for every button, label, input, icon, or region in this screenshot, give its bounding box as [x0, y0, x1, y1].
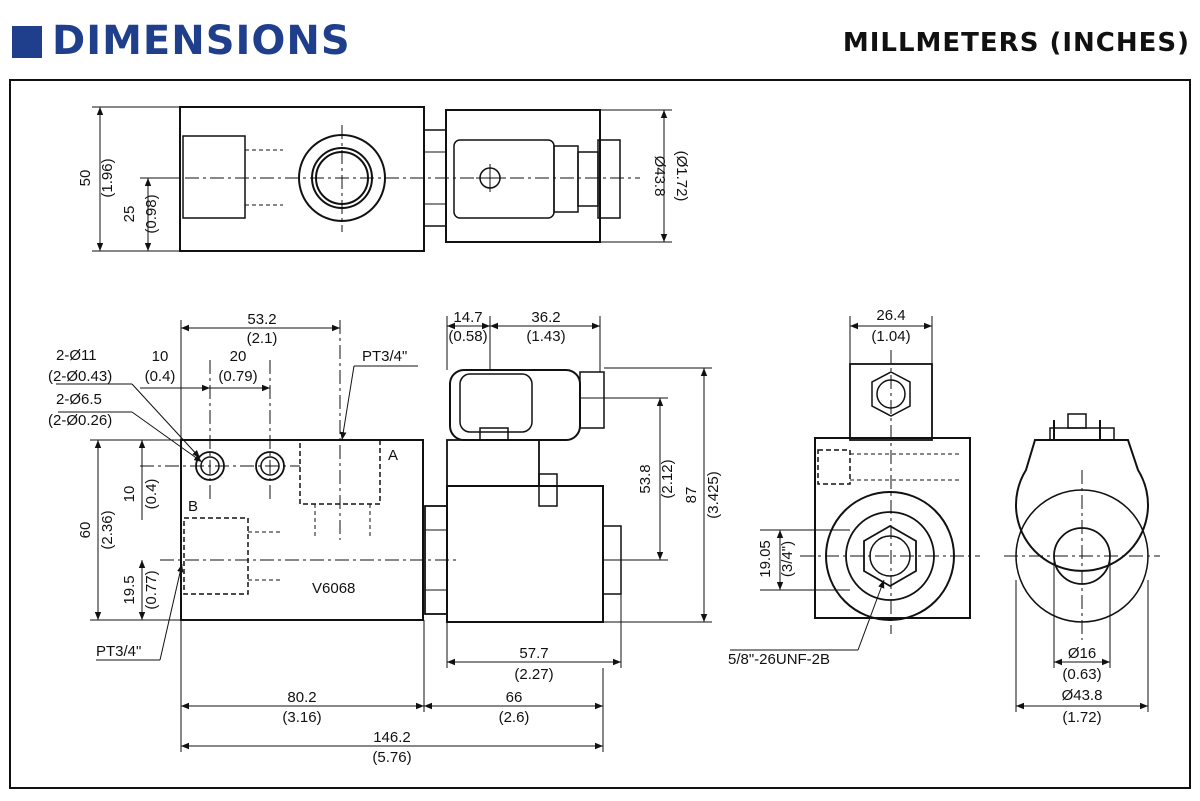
top-view-coil [445, 109, 601, 243]
model-label: V6068 [312, 580, 355, 597]
conn-b-mm: 36.2 [531, 309, 560, 326]
coil-outline [1015, 439, 1149, 572]
top-coil-dia-in: (Ø1.72) [673, 151, 690, 202]
y195-mm: 19.5 [121, 575, 138, 604]
end-view [730, 316, 980, 651]
header: DIMENSIONS MILLMETERS (INCHES) [0, 0, 1200, 80]
front-height-mm: 60 [77, 522, 94, 539]
coil-width-mm: 57.7 [519, 645, 548, 662]
front-view-body [180, 439, 424, 621]
coil-height-mm: 53.8 [637, 464, 654, 493]
hole-big-mm: 2-Ø11 [56, 347, 97, 364]
top-height-in: (1.96) [99, 158, 116, 197]
coil-total-mm: 87 [683, 487, 700, 504]
connector-plug [449, 369, 581, 441]
coil-length-in: (2.6) [499, 709, 530, 726]
hex-width-in: (1.04) [871, 328, 910, 345]
front-view [56, 316, 712, 752]
front-height-in: (2.36) [99, 510, 116, 549]
front-coil [446, 485, 604, 623]
y10-in: (0.4) [143, 479, 160, 510]
coil-total-in: (3.425) [705, 471, 722, 519]
offset-in: (3/4") [779, 541, 796, 577]
coil-view [1004, 413, 1160, 712]
front-ports-span-mm: 53.2 [247, 311, 276, 328]
port-b-label: B [188, 498, 198, 515]
bore-dia-in: (0.63) [1062, 666, 1101, 683]
hole-big-in: (2-Ø0.43) [48, 368, 112, 385]
total-length-mm: 146.2 [373, 729, 411, 746]
x10-in: (0.4) [145, 368, 176, 385]
top-half-mm: 25 [121, 206, 138, 223]
conn-b-in: (1.43) [526, 328, 565, 345]
outer-dia-in: (1.72) [1062, 709, 1101, 726]
hex-width-mm: 26.4 [876, 307, 905, 324]
x20-in: (0.79) [218, 368, 257, 385]
units-label: MILLMETERS (INCHES) [842, 28, 1190, 58]
thread-label: 5/8"-26UNF-2B [728, 651, 830, 668]
coil-width-in: (2.27) [514, 666, 553, 683]
coil-height-in: (2.12) [659, 459, 676, 498]
drawing-border [9, 79, 1191, 789]
page-title: DIMENSIONS [52, 18, 351, 64]
top-half-in: (0.98) [143, 194, 160, 233]
end-hex-top [871, 371, 911, 417]
conn-a-mm: 14.7 [453, 309, 482, 326]
hole-small-mm: 2-Ø6.5 [56, 391, 102, 408]
x10-mm: 10 [152, 348, 169, 365]
hole-small-in: (2-Ø0.26) [48, 412, 112, 429]
y195-in: (0.77) [143, 570, 160, 609]
total-length-in: (5.76) [372, 749, 411, 766]
front-ports-span-in: (2.1) [247, 330, 278, 347]
coil-length-mm: 66 [506, 689, 523, 706]
top-view [92, 106, 672, 252]
port-label-bottom: PT3/4" [96, 643, 141, 660]
port-b-hidden [183, 517, 249, 595]
top-height-mm: 50 [77, 170, 94, 187]
offset-mm: 19.05 [757, 540, 774, 578]
end-view-body [814, 437, 971, 619]
bore-dia-mm: Ø16 [1068, 645, 1096, 662]
body-length-in: (3.16) [282, 709, 321, 726]
end-hex-nut [863, 524, 917, 588]
y10-mm: 10 [121, 486, 138, 503]
outer-dia-mm: Ø43.8 [1062, 687, 1103, 704]
top-view-body [179, 106, 425, 252]
title-square-icon [12, 26, 42, 58]
conn-a-in: (0.58) [448, 328, 487, 345]
port-a-label: A [388, 447, 398, 464]
top-coil-dia-mm: Ø43.8 [651, 156, 668, 197]
port-label-top: PT3/4" [362, 348, 407, 365]
body-length-mm: 80.2 [287, 689, 316, 706]
x20-mm: 20 [230, 348, 247, 365]
